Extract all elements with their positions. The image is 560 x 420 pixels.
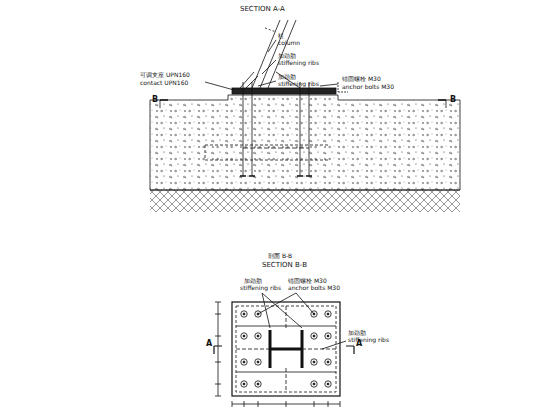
part-label: 加劲肋 <box>278 53 296 59</box>
dimension-tick <box>232 401 233 407</box>
anchor-bolt <box>255 333 261 339</box>
section-marker: B <box>450 96 456 104</box>
anchor-bolt <box>241 333 247 339</box>
anchor-bolt <box>311 333 317 339</box>
dimension-tick <box>215 302 221 303</box>
dimension-tick <box>328 401 329 407</box>
anchor-bolt <box>311 381 317 387</box>
bolt-centre <box>243 335 245 337</box>
part-label: stiffening ribs <box>240 285 281 291</box>
anchor-bolt <box>255 311 261 317</box>
bolt-centre <box>313 361 315 363</box>
bolt-centre <box>313 335 315 337</box>
part-label: stiffening ribs <box>348 337 389 343</box>
dimension-tick <box>314 401 315 407</box>
bolt-centre <box>257 361 259 363</box>
anchor-bolt <box>325 359 331 365</box>
dimension-tick <box>215 396 221 397</box>
bolt-centre <box>243 383 245 385</box>
dimension-tick <box>215 336 221 337</box>
anchor-bolt <box>325 333 331 339</box>
bolt-centre <box>257 383 259 385</box>
part-label: 锚固螺栓 M30 <box>342 76 381 82</box>
section-marker: A <box>356 340 362 348</box>
anchor-bolt <box>311 359 317 365</box>
dimension-tick <box>340 401 341 407</box>
section-marker: A <box>206 340 212 348</box>
bolt-centre <box>327 335 329 337</box>
anchor-bolt <box>241 311 247 317</box>
part-label: stiffening ribs <box>278 81 319 87</box>
dimension-tick <box>244 401 245 407</box>
section-marker: B <box>152 96 158 104</box>
anchor-bolt <box>241 381 247 387</box>
dimension-tick <box>215 384 221 385</box>
section-title: SECTION B-B <box>262 262 307 269</box>
part-label: anchor bolts M30 <box>342 84 394 90</box>
part-label: 可调支座 UPN160 <box>140 72 190 78</box>
section-title: SECTION A-A <box>240 6 285 13</box>
bolt-centre <box>327 383 329 385</box>
bolt-centre <box>243 313 245 315</box>
anchor-bolt <box>325 311 331 317</box>
anchor-bolt <box>241 359 247 365</box>
section-title: 剖面 B-B <box>268 253 292 259</box>
part-label: 加劲肋 <box>244 278 262 284</box>
dimension-tick <box>215 314 221 315</box>
anchor-bolt <box>255 381 261 387</box>
part-label: column <box>278 40 300 46</box>
section-a-a <box>150 20 460 212</box>
dimension-tick <box>286 401 287 407</box>
bolt-centre <box>327 313 329 315</box>
part-label: 加劲肋 <box>278 74 296 80</box>
bolt-centre <box>313 383 315 385</box>
section-b-b <box>214 293 354 407</box>
bolt-centre <box>257 335 259 337</box>
anchor-bolt <box>255 359 261 365</box>
anchor-bolt <box>325 381 331 387</box>
anchor-bolt <box>311 311 317 317</box>
part-label: 锚固螺栓 M30 <box>288 278 327 284</box>
dimension-tick <box>215 362 221 363</box>
bolt-centre <box>257 313 259 315</box>
bolt-centre <box>313 313 315 315</box>
bolt-centre <box>327 361 329 363</box>
part-label: anchor bolts M30 <box>288 285 340 291</box>
part-label: stiffening ribs <box>278 60 319 66</box>
part-label: 加劲肋 <box>348 330 366 336</box>
part-label: 柱 <box>278 33 284 39</box>
bolt-centre <box>243 361 245 363</box>
part-label: contact UPN160 <box>140 80 188 86</box>
dimension-tick <box>258 401 259 407</box>
